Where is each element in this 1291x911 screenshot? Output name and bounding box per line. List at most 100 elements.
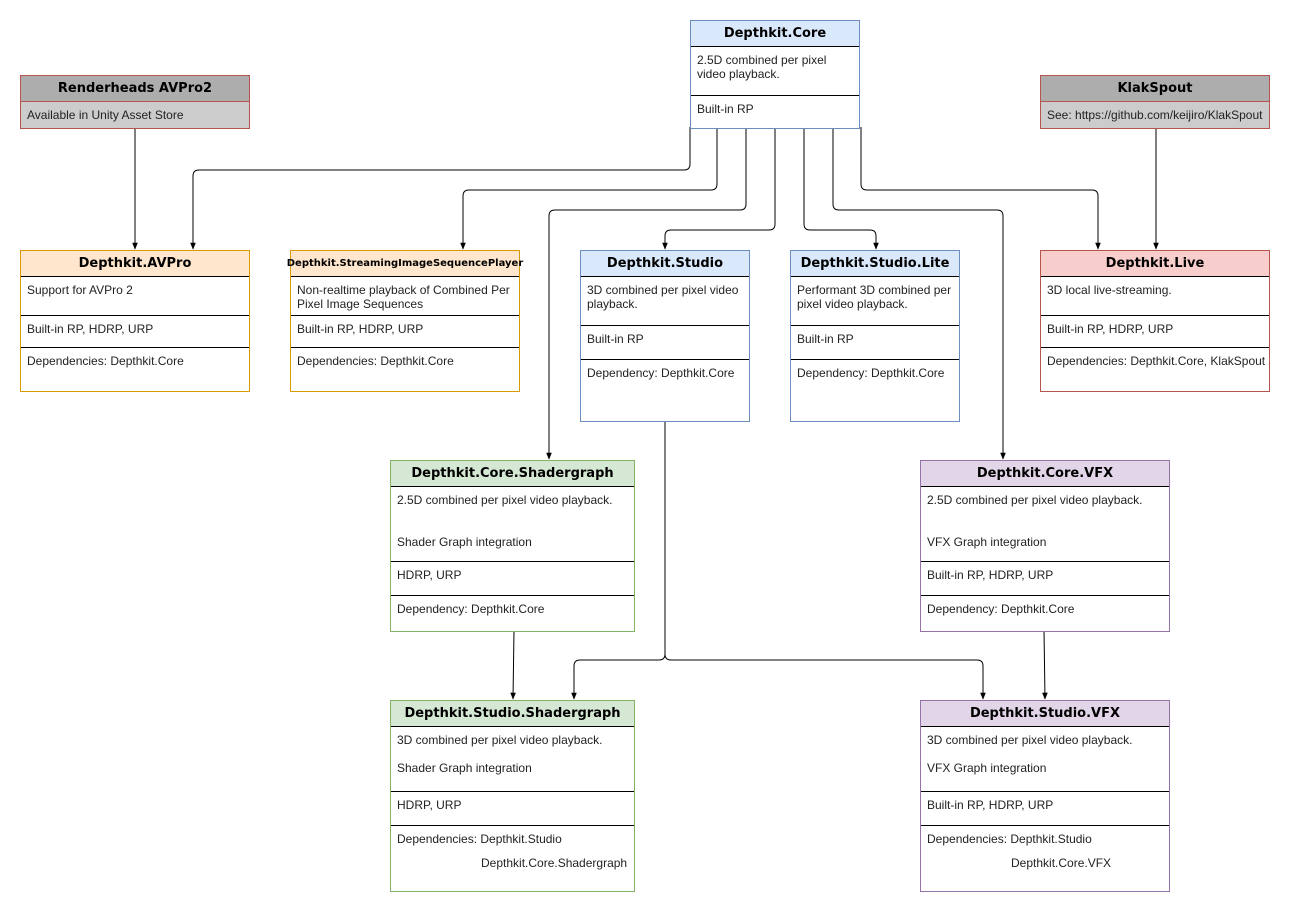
node-section: Built-in RP, HDRP, URP <box>921 791 1169 825</box>
section-line: Built-in RP <box>587 332 644 346</box>
section-line: Built-in RP <box>697 102 754 116</box>
section-line <box>927 521 1163 535</box>
node-section: Dependency: Depthkit.Core <box>791 359 959 421</box>
node-title: Depthkit.Core <box>691 21 859 47</box>
section-line: video playback. <box>697 67 780 81</box>
section-line <box>397 747 628 761</box>
section-line <box>397 521 628 535</box>
edge-core-shadergraph-to-studio-shadergraph <box>510 629 516 700</box>
edge-core-to-streaming <box>460 127 718 250</box>
section-line: 3D combined per pixel video playback. <box>927 733 1133 747</box>
node-section: Built-in RP, HDRP, URP <box>1041 315 1269 347</box>
section-line: 2.5D combined per pixel <box>697 53 827 67</box>
node-title: Depthkit.StreamingImageSequencePlayer <box>287 251 523 277</box>
node-title: Depthkit.Core.VFX <box>921 461 1169 487</box>
section-line: Dependencies: Depthkit.Core <box>297 354 454 368</box>
node-section: Built-in RP <box>581 325 749 359</box>
section-line: Built-in RP, HDRP, URP <box>297 322 424 336</box>
section-line: Dependency: Depthkit.Core <box>927 602 1075 616</box>
node-section: HDRP, URP <box>391 791 634 825</box>
section-line: HDRP, URP <box>397 798 462 812</box>
node-section: 3D combined per pixel video playback. VFX… <box>921 727 1169 791</box>
section-line: Dependencies: Depthkit.Core, KlakSpout <box>1047 354 1266 368</box>
edge-core-to-avpro <box>190 127 691 250</box>
section-line: VFX Graph integration <box>927 535 1047 549</box>
section-line: Built-in RP, HDRP, URP <box>927 798 1054 812</box>
edge-core-to-studio <box>662 127 776 250</box>
node-section: Dependencies: Depthkit.Core <box>291 347 519 391</box>
section-line: 2.5D combined per pixel video playback. <box>397 493 613 507</box>
section-line: Dependency: Depthkit.Core <box>797 366 945 380</box>
section-line: Non-realtime playback of Combined Per <box>297 283 510 297</box>
node-title: Depthkit.Studio.VFX <box>921 701 1169 727</box>
section-line: pixel video playback. <box>797 297 908 311</box>
edge-core-to-live <box>860 127 1101 250</box>
section-line: Built-in RP, HDRP, URP <box>27 322 154 336</box>
section-line: Support for AVPro 2 <box>27 283 133 297</box>
node-title: KlakSpout <box>1041 76 1269 102</box>
node-title: Depthkit.Studio.Shadergraph <box>391 701 634 727</box>
node-depthkit-studio-shadergraph[interactable]: Depthkit.Studio.Shadergraph 3D combined p… <box>390 700 635 892</box>
section-line: 3D local live-streaming. <box>1047 283 1172 297</box>
node-section: Dependency: Depthkit.Core <box>581 359 749 421</box>
section-line: See: https://github.com/keijiro/KlakSpou… <box>1047 108 1263 122</box>
section-line: VFX Graph integration <box>927 761 1047 775</box>
section-line: Shader Graph integration <box>397 761 532 775</box>
node-title: Renderheads AVPro2 <box>21 76 249 102</box>
node-title: Depthkit.Core.Shadergraph <box>391 461 634 487</box>
node-section: Built-in RP <box>691 95 859 128</box>
section-line: Dependency: Depthkit.Core <box>397 602 545 616</box>
node-section: See: https://github.com/keijiro/KlakSpou… <box>1041 102 1269 128</box>
section-line: Built-in RP, HDRP, URP <box>927 568 1054 582</box>
section-line: Available in Unity Asset Store <box>27 108 184 122</box>
section-line: 3D combined per pixel video playback. <box>397 733 603 747</box>
edge-core-to-studio-lite <box>803 127 879 250</box>
node-section: Built-in RP, HDRP, URP <box>921 561 1169 595</box>
section-line: Pixel Image Sequences <box>297 297 424 311</box>
node-section: 3D local live-streaming. <box>1041 277 1269 315</box>
node-title: Depthkit.Studio <box>581 251 749 277</box>
section-line: Depthkit.Core.Shadergraph <box>481 856 628 870</box>
section-line: Performant 3D combined per <box>797 283 952 297</box>
node-section: 2.5D combined per pixel video playback. S… <box>391 487 634 561</box>
section-line <box>397 507 628 521</box>
node-section: Built-in RP, HDRP, URP <box>291 315 519 347</box>
node-title: Depthkit.Studio.Lite <box>791 251 959 277</box>
section-line: Dependencies: Depthkit.Core <box>27 354 184 368</box>
node-section: HDRP, URP <box>391 561 634 595</box>
section-line: Built-in RP <box>797 332 854 346</box>
section-line: 3D combined per pixel video <box>587 283 739 297</box>
node-section: Dependencies: Depthkit.Core <box>21 347 249 391</box>
node-section: Support for AVPro 2 <box>21 277 249 315</box>
section-line: 2.5D combined per pixel video playback. <box>927 493 1143 507</box>
section-line: Depthkit.Core.VFX <box>1011 856 1112 870</box>
node-section: Dependencies: Depthkit.Core, KlakSpout <box>1041 347 1269 391</box>
node-section: Available in Unity Asset Store <box>21 102 249 128</box>
node-section: 2.5D combined per pixel video playback. V… <box>921 487 1169 561</box>
section-line: HDRP, URP <box>397 568 462 582</box>
node-title: Depthkit.AVPro <box>21 251 249 277</box>
section-line: playback. <box>587 297 638 311</box>
section-line: Dependencies: Depthkit.Studio <box>397 832 562 846</box>
section-line <box>927 747 1163 761</box>
node-section: Built-in RP, HDRP, URP <box>21 315 249 347</box>
section-line: Shader Graph integration <box>397 535 532 549</box>
node-section: Dependency: Depthkit.Core <box>391 595 634 631</box>
node-section: Built-in RP <box>791 325 959 359</box>
